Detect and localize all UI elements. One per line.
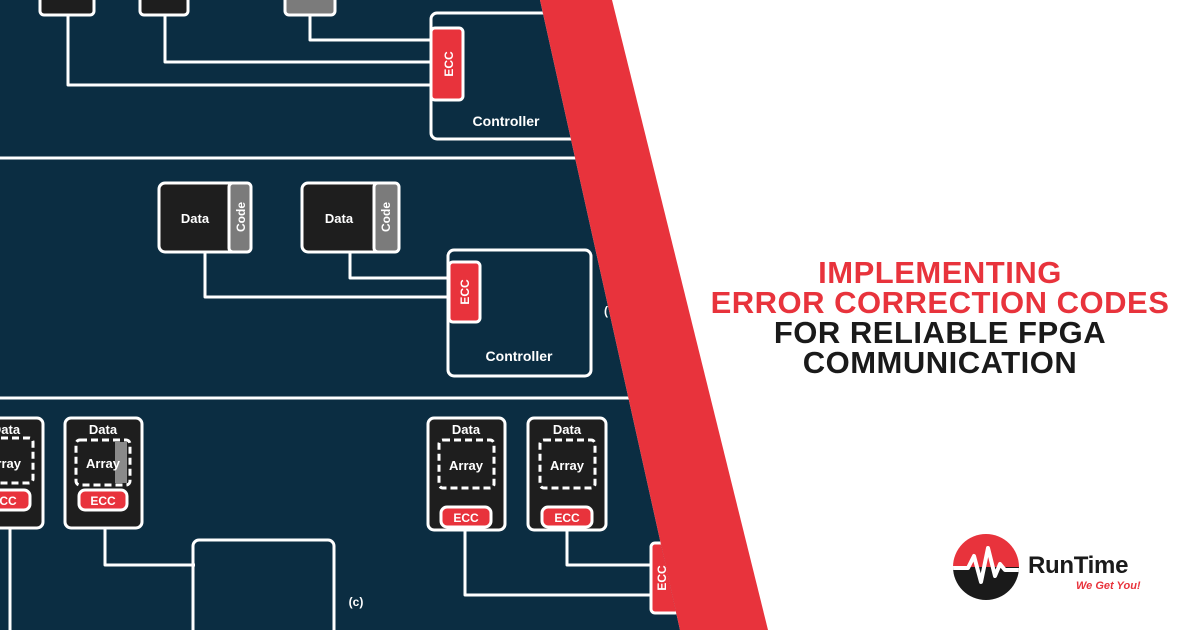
runtime-logo: RunTime We Get You!: [950, 532, 1160, 602]
middle-data-label-1: Data: [181, 211, 210, 226]
bottom-ecc-2: [77, 488, 129, 512]
top-controller-ecc-label: ECC: [442, 51, 456, 77]
top-wire-3: [308, 15, 432, 42]
bottom-array-label-1: Array: [0, 456, 22, 471]
bottom-array-2: [74, 438, 132, 487]
middle-wire-1: [203, 252, 450, 299]
logo-name: RunTime: [1028, 552, 1129, 579]
bottom-wire-4: [565, 530, 655, 567]
top-block-2: [138, 0, 190, 17]
top-controller-label: Controller: [473, 113, 540, 129]
section-b-label: (: [604, 304, 608, 318]
bottom-data-label-3: Data: [452, 422, 481, 437]
bottom-data-label-4: Data: [553, 422, 582, 437]
headline-line-3: FOR RELIABLE FPGA: [773, 315, 1107, 350]
top-wire-1: [66, 15, 432, 87]
middle-controller-label: Controller: [486, 348, 553, 364]
top-block-3: [283, 0, 337, 17]
bottom-array-label-3: Array: [449, 458, 484, 473]
top-wire-2: [163, 15, 432, 64]
bottom-wire-2: [103, 528, 195, 567]
red-diagonal-band: [540, 0, 768, 630]
bottom-data-label-1: Data: [0, 422, 21, 437]
middle-data-label-2: Data: [325, 211, 354, 226]
middle-controller-ecc: [447, 260, 482, 324]
middle-code-block-1: [227, 181, 253, 254]
bottom-ecc-label-4: ECC: [554, 511, 580, 525]
section-c-label: (c): [349, 595, 364, 609]
bottom-right-ecc-label: ECC: [655, 565, 669, 591]
bottom-ecc-label-3: ECC: [453, 511, 479, 525]
headline-line-1: IMPLEMENTING: [818, 255, 1062, 290]
top-controller-ecc: [429, 26, 465, 102]
bottom-array-1: [0, 436, 35, 485]
bottom-controller-box: [191, 538, 336, 630]
middle-controller-ecc-label: ECC: [458, 279, 472, 305]
bottom-data-label-2: Data: [89, 422, 118, 437]
bottom-array-label-4: Array: [550, 458, 585, 473]
bottom-ecc-1: [0, 488, 32, 512]
bottom-ecc-3: [439, 505, 493, 529]
heartbeat-circle-icon: [953, 534, 1019, 600]
middle-code-label-2: Code: [379, 202, 393, 232]
top-block-1: [38, 0, 96, 17]
headline-line-4: COMMUNICATION: [802, 345, 1078, 380]
bottom-wire-3: [463, 530, 655, 597]
bottom-array-4: [538, 438, 597, 490]
bottom-ecc-label-2: ECC: [90, 494, 116, 508]
bottom-ecc-label-1: ECC: [0, 494, 17, 508]
bottom-ecc-4: [540, 505, 594, 529]
middle-wire-2: [348, 252, 450, 280]
bottom-array-2-fill: [115, 442, 127, 483]
logo-tagline: We Get You!: [1076, 580, 1141, 592]
bottom-array-3: [437, 438, 496, 490]
headline-line-2: ERROR CORRECTION CODES: [710, 285, 1170, 320]
middle-code-label-1: Code: [234, 202, 248, 232]
bottom-array-label-2: Array: [86, 456, 121, 471]
headline: IMPLEMENTING ERROR CORRECTION CODES FOR …: [690, 255, 1190, 380]
middle-code-block-2: [372, 181, 401, 254]
